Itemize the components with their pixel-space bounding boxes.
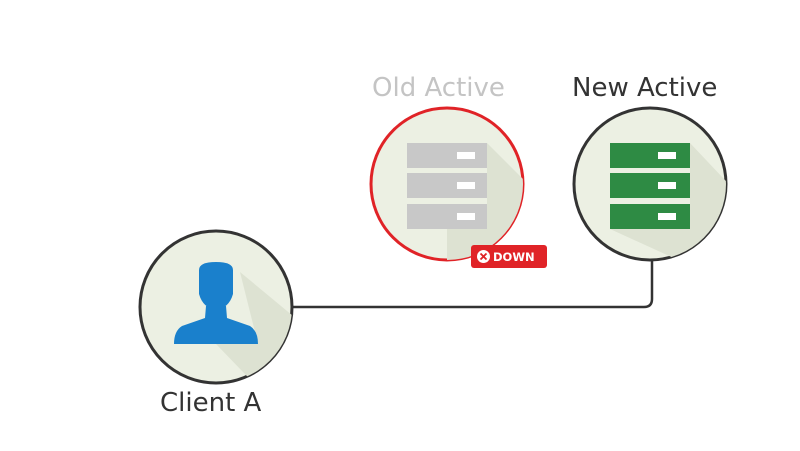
server-icon-inactive	[407, 143, 487, 229]
connection-line	[292, 260, 654, 309]
old-active-label: Old Active	[372, 73, 505, 103]
down-badge-text: DOWN	[493, 250, 535, 264]
client-label: Client A	[160, 388, 262, 418]
old-active-node: DOWN	[369, 106, 547, 268]
client-node	[138, 229, 294, 385]
new-active-node	[572, 106, 728, 262]
server-icon-active	[610, 143, 690, 229]
user-icon	[174, 262, 258, 344]
down-badge: DOWN	[471, 245, 547, 268]
new-active-label: New Active	[572, 73, 718, 103]
